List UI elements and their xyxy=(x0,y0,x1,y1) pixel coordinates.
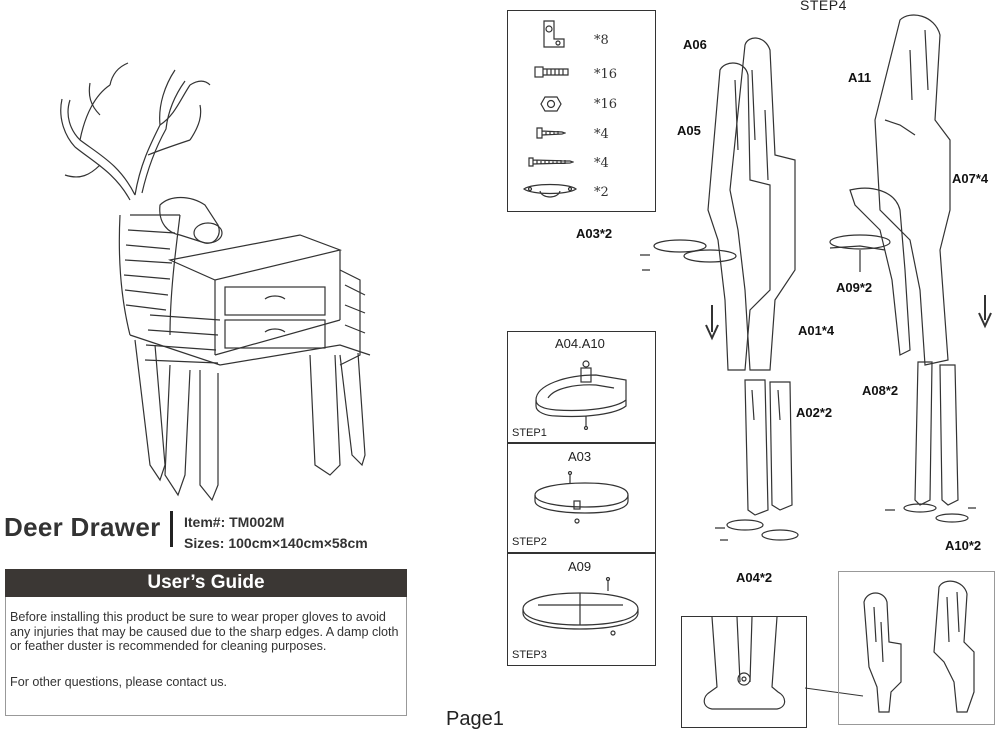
step1-label: STEP1 xyxy=(512,427,547,439)
part-label-a03: A03*2 xyxy=(576,226,613,241)
part-label-a10: A10*2 xyxy=(945,538,982,553)
contact-prefix: For other questions, please xyxy=(10,675,167,689)
l-bracket-icon xyxy=(536,19,568,49)
step3-label: STEP3 xyxy=(512,649,547,661)
step1-diagram xyxy=(526,360,636,430)
wood-screw-icon xyxy=(536,127,566,139)
users-guide-heading: User’s Guide xyxy=(5,569,407,597)
deer-drawer-illustration xyxy=(40,55,410,505)
hardware-qty: *2 xyxy=(594,185,609,200)
contact-us-link[interactable]: contact us xyxy=(166,675,224,689)
long-screw-icon xyxy=(528,156,574,168)
hardware-qty: *4 xyxy=(594,127,609,142)
product-sizes: Sizes: 100cm×140cm×58cm xyxy=(184,535,368,551)
step1-box: A04.A10 STEP1 xyxy=(507,331,656,444)
guide-paragraph: Before installing this product be sure t… xyxy=(10,610,399,654)
hex-nut-icon xyxy=(540,95,562,113)
part-label-a06: A06 xyxy=(683,37,707,52)
assembled-preview-box xyxy=(838,571,995,725)
drawer-handle-icon xyxy=(522,181,578,203)
detail-inset-box xyxy=(681,616,807,728)
item-number: Item#: TM002M xyxy=(184,514,285,530)
guide-contact-line: For other questions, please contact us. xyxy=(10,675,227,689)
step3-box: A09 STEP3 xyxy=(507,552,656,666)
step3-title: A09 xyxy=(568,559,592,574)
part-label-a08: A08*2 xyxy=(862,383,899,398)
product-name: Deer Drawer xyxy=(4,512,161,542)
detail-pointer-line xyxy=(805,680,865,700)
part-label-a04: A04*2 xyxy=(736,570,773,585)
hardware-qty: *16 xyxy=(594,97,618,112)
bolt-icon xyxy=(534,65,570,79)
hardware-qty: *8 xyxy=(594,33,609,48)
hardware-qty: *16 xyxy=(594,67,618,82)
part-label-a05: A05 xyxy=(677,123,701,138)
step4-title: STEP4 xyxy=(800,0,847,13)
contact-suffix: . xyxy=(223,675,228,689)
title-divider xyxy=(170,511,173,547)
part-label-a07: A07*4 xyxy=(952,171,989,186)
step3-diagram xyxy=(518,577,643,642)
part-label-a09: A09*2 xyxy=(836,280,873,295)
hardware-qty: *4 xyxy=(594,156,609,171)
step2-title: A03 xyxy=(568,449,592,464)
users-guide-box xyxy=(5,597,407,716)
part-label-a01: A01*4 xyxy=(798,323,835,338)
hardware-list: *8 *16 *16 *4 *4 *2 xyxy=(507,10,656,212)
part-label-a02: A02*2 xyxy=(796,405,833,420)
step1-title: A04.A10 xyxy=(555,336,605,351)
page-number: Page1 xyxy=(446,708,504,730)
step2-label: STEP2 xyxy=(512,536,547,548)
step2-diagram xyxy=(530,471,635,531)
step4-diagram xyxy=(630,10,1000,580)
part-label-a11: A11 xyxy=(848,70,872,85)
step2-box: A03 STEP2 xyxy=(507,442,656,554)
